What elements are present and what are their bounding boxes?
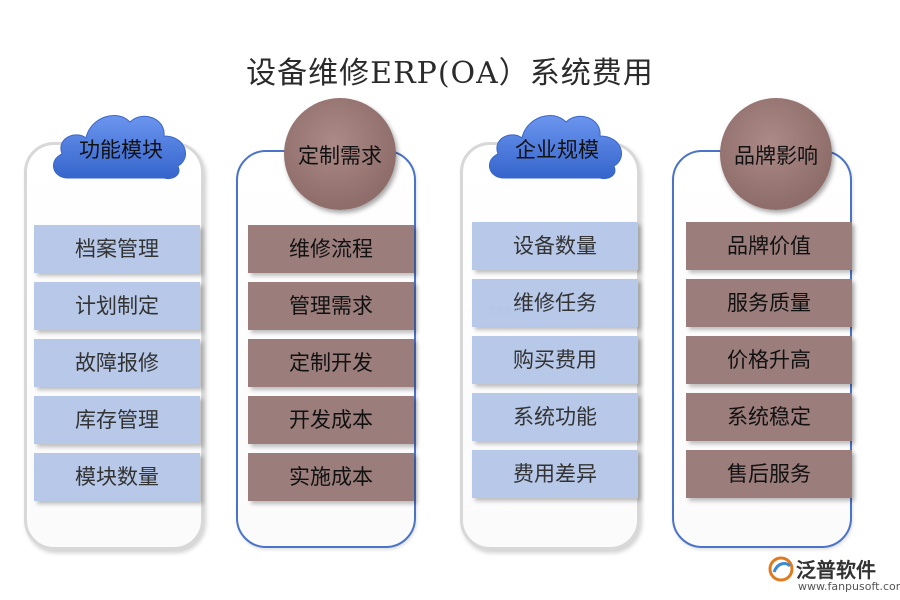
column-heading: 品牌影响 xyxy=(734,144,818,168)
cloud-icon xyxy=(489,114,623,179)
list-item: 库存管理 xyxy=(34,396,200,444)
logo-icon xyxy=(768,556,794,582)
cloud-icon xyxy=(53,114,187,179)
list-item: 开发成本 xyxy=(248,396,414,444)
list-item: 故障报修 xyxy=(34,339,200,387)
logo-name: 泛普软件 xyxy=(796,558,876,582)
list-item: 服务质量 xyxy=(686,279,852,327)
cloud-heading-enterprise-scale: 企业规模 xyxy=(482,100,632,190)
column-heading: 企业规模 xyxy=(515,138,599,162)
list-item: 管理需求 xyxy=(248,282,414,330)
list-item: 实施成本 xyxy=(248,453,414,501)
list-item: 系统功能 xyxy=(472,393,638,441)
list-item: 品牌价值 xyxy=(686,222,852,270)
logo-url: www.fanpusoft.com xyxy=(798,580,900,593)
list-item: 维修流程 xyxy=(248,225,414,273)
column-heading: 功能模块 xyxy=(79,138,163,162)
list-item: 维修任务 xyxy=(472,279,638,327)
circle-heading-brand-influence: 品牌影响 xyxy=(720,98,832,210)
list-item: 售后服务 xyxy=(686,450,852,498)
list-item: 设备数量 xyxy=(472,222,638,270)
column-heading: 定制需求 xyxy=(298,144,382,168)
list-item: 档案管理 xyxy=(34,225,200,273)
circle-heading-custom-requirements: 定制需求 xyxy=(284,98,396,210)
list-item: 价格升高 xyxy=(686,336,852,384)
list-item: 计划制定 xyxy=(34,282,200,330)
cloud-heading-function-modules: 功能模块 xyxy=(46,100,196,190)
brand-logo: 泛普软件 www.fanpusoft.com xyxy=(768,552,900,598)
list-item: 定制开发 xyxy=(248,339,414,387)
list-item: 购买费用 xyxy=(472,336,638,384)
diagram-title: 设备维修ERP(OA）系统费用 xyxy=(246,56,654,91)
watermark: 泛普软件 xyxy=(486,307,523,317)
list-item: 费用差异 xyxy=(472,450,638,498)
list-item: 模块数量 xyxy=(34,453,200,501)
list-item: 系统稳定 xyxy=(686,393,852,441)
